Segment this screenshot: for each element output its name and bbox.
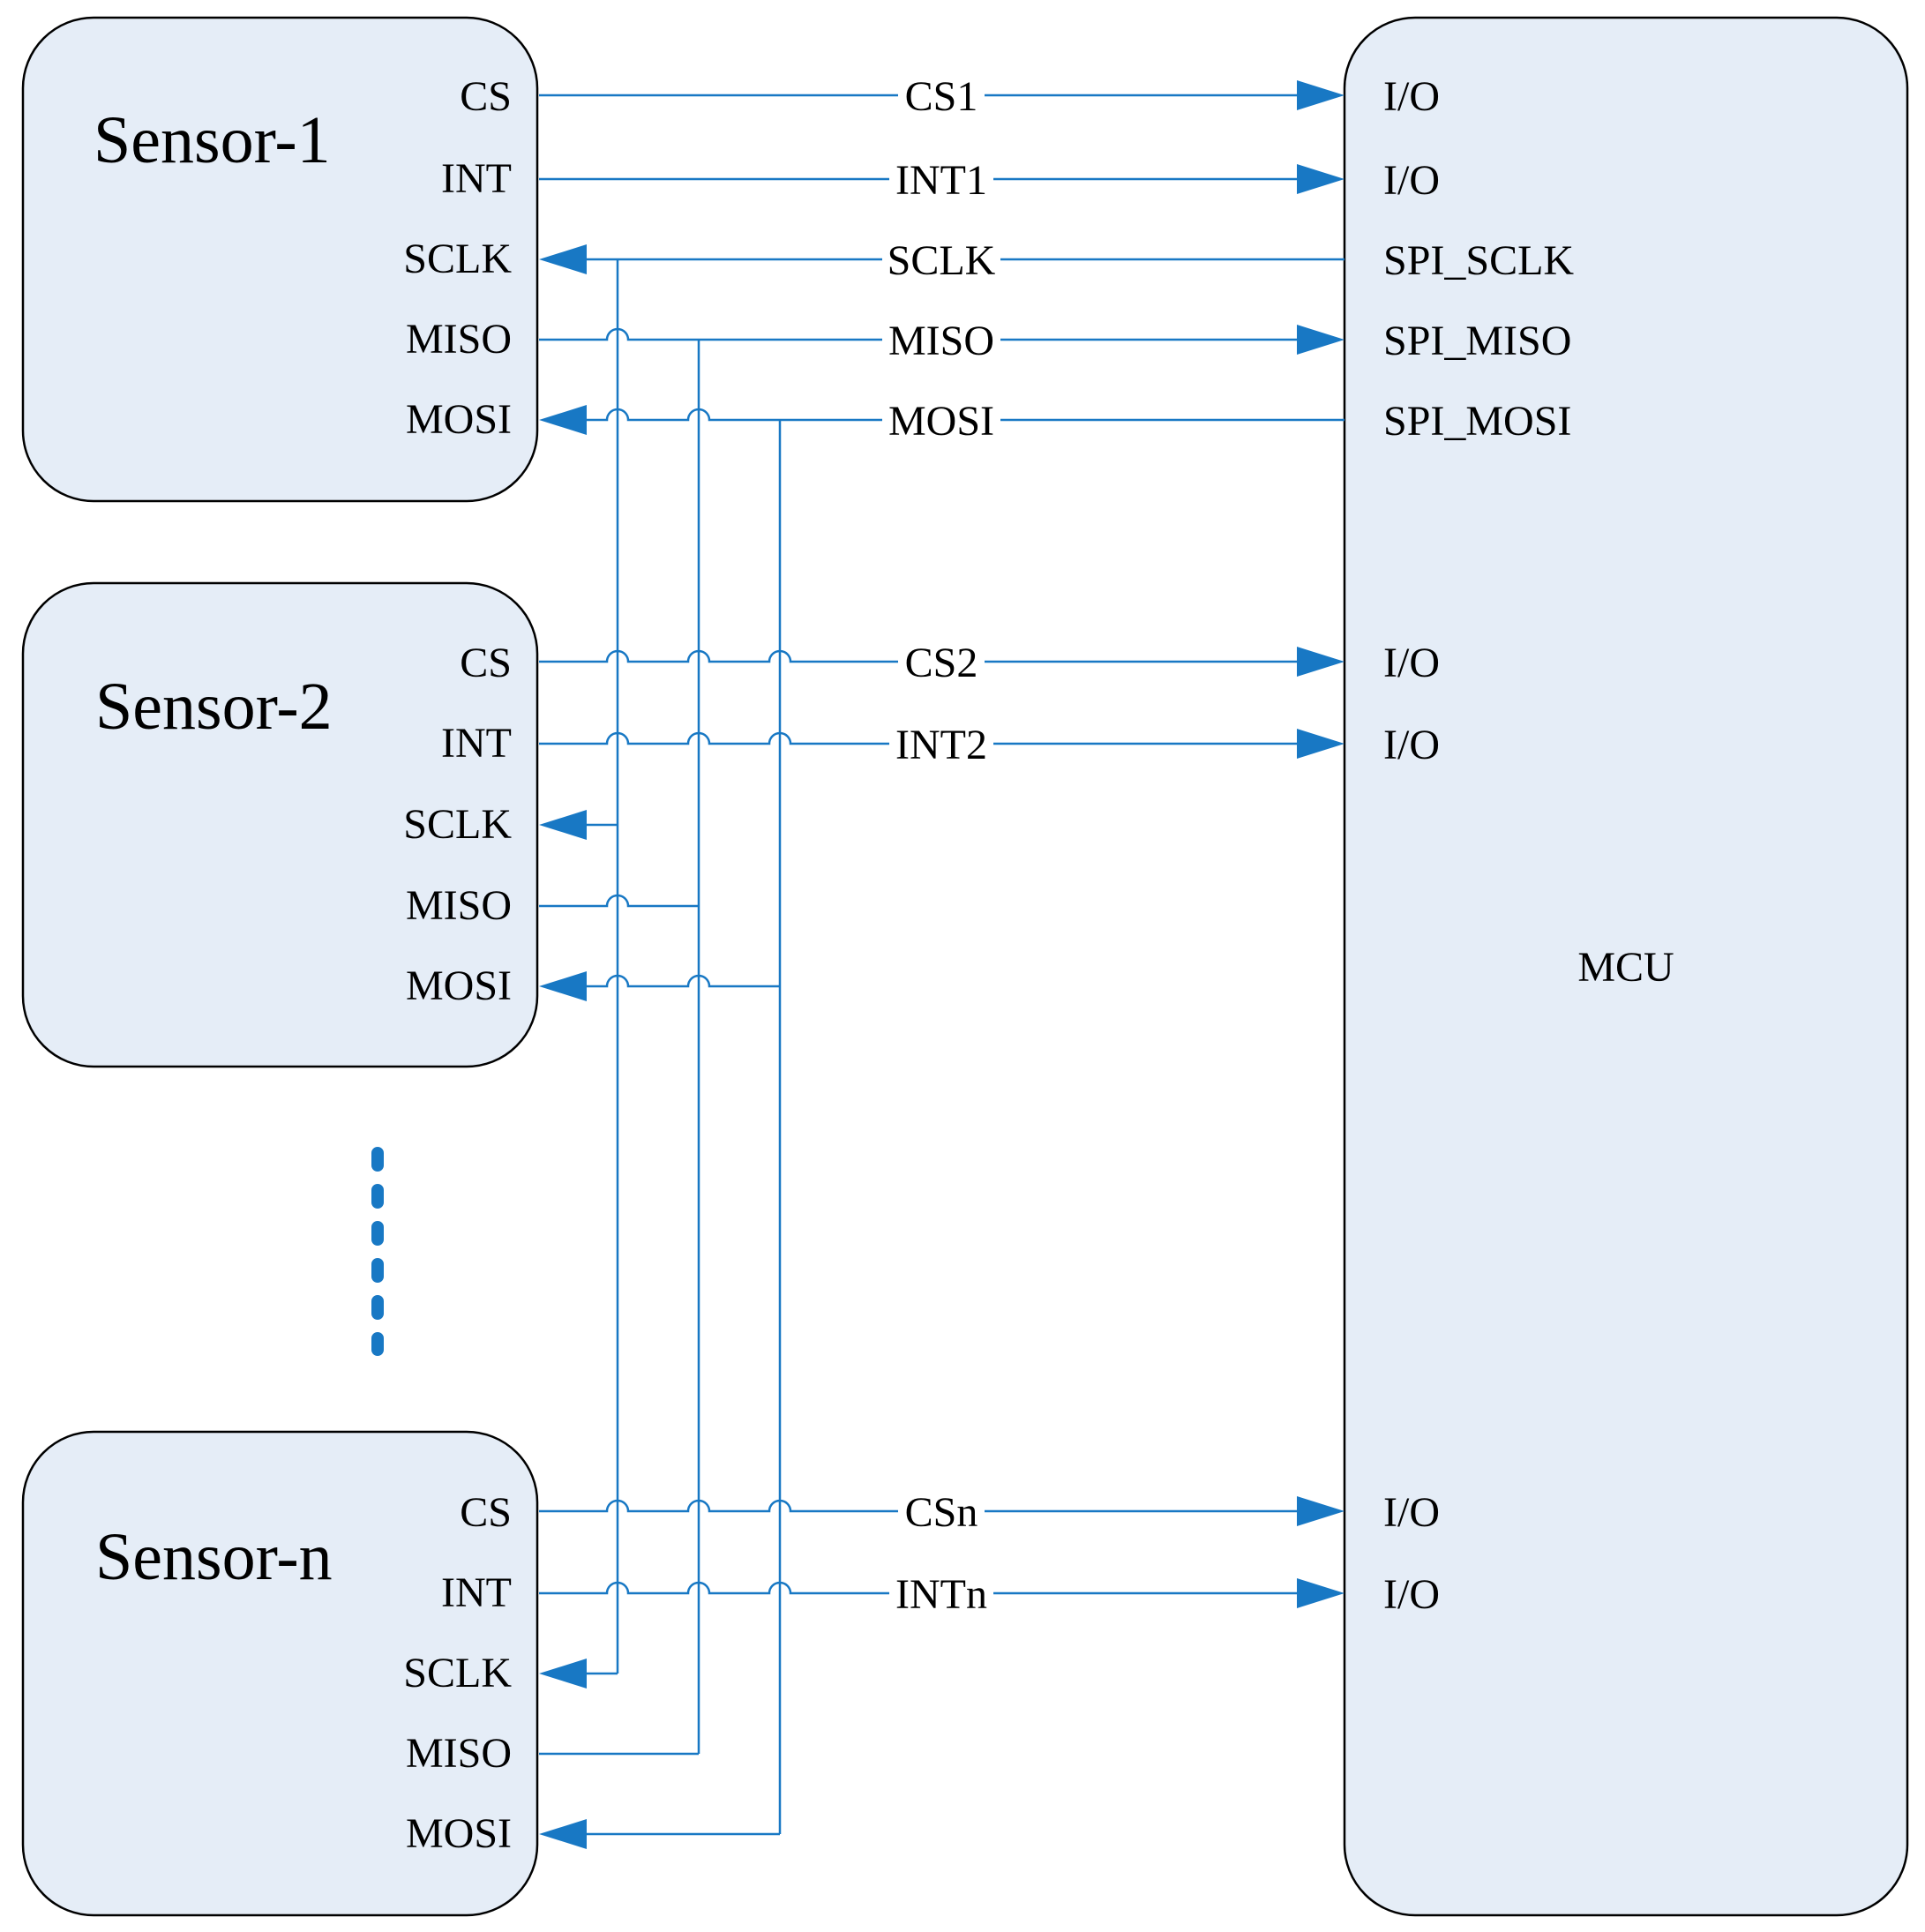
net-label-cs1: CS1 — [905, 73, 978, 120]
sensor-2-pin-int: INT — [441, 720, 512, 767]
net-label-miso: MISO — [888, 318, 994, 364]
sensor-n-pin-mosi: MOSI — [406, 1810, 512, 1857]
arrow-miso-main — [1297, 325, 1345, 355]
sensor-1-pin-sclk: SCLK — [403, 236, 512, 282]
sensor-2-title: Sensor-2 — [95, 670, 333, 744]
wire-miso-2 — [539, 894, 699, 908]
sensor-1-pin-cs: CS — [460, 73, 512, 120]
sensor-1-box — [21, 16, 539, 503]
wire-int2 — [539, 731, 1301, 745]
arrow-sclk-n — [539, 1659, 587, 1689]
sensor-n-pin-cs: CS — [460, 1489, 512, 1536]
net-label-int2: INT2 — [895, 722, 987, 768]
sensor-2-pin-miso: MISO — [406, 882, 512, 929]
mcu-pin-io-cs2: I/O — [1383, 640, 1440, 686]
arrow-mosi-1 — [539, 405, 587, 435]
wire-csn — [539, 1499, 1301, 1513]
net-label-intn: INTn — [895, 1571, 987, 1618]
arrow-sclk-2 — [539, 810, 587, 840]
sensor-2-pin-sclk: SCLK — [403, 801, 512, 848]
sensor-n-title: Sensor-n — [95, 1520, 333, 1594]
sensor-n-pin-sclk: SCLK — [403, 1650, 512, 1696]
sensor-2-pin-cs: CS — [460, 640, 512, 686]
arrow-int1 — [1297, 164, 1345, 194]
sensor-n-box — [21, 1430, 539, 1917]
mcu-pin-io-intn: I/O — [1383, 1571, 1440, 1618]
wire-mosi-main — [587, 408, 1345, 422]
net-label-int1: INT1 — [895, 157, 987, 204]
arrow-mosi-n — [539, 1819, 587, 1849]
net-label-cs2: CS2 — [905, 640, 978, 686]
arrow-cs1 — [1297, 80, 1345, 110]
sensor-1-pin-int: INT — [441, 155, 512, 202]
mcu-title: MCU — [1577, 944, 1674, 991]
net-label-sclk: SCLK — [888, 237, 996, 284]
arrow-int2 — [1297, 729, 1345, 759]
mcu-pin-spi-miso: SPI_MISO — [1383, 318, 1571, 364]
sensor-1-pin-mosi: MOSI — [406, 396, 512, 443]
sensor-n-pin-int: INT — [441, 1569, 512, 1616]
wire-mosi-2 — [587, 974, 780, 988]
sensor-1-pin-miso: MISO — [406, 316, 512, 363]
mcu-pin-io-int2: I/O — [1383, 722, 1440, 768]
mcu-pin-spi-mosi: SPI_MOSI — [1383, 398, 1571, 445]
sensor-2-box — [21, 581, 539, 1068]
mcu-pin-spi-sclk: SPI_SCLK — [1383, 237, 1574, 284]
arrow-cs2 — [1297, 647, 1345, 677]
arrow-csn — [1297, 1496, 1345, 1526]
arrow-intn — [1297, 1578, 1345, 1608]
arrow-mosi-2 — [539, 971, 587, 1001]
sensor-2-pin-mosi: MOSI — [406, 962, 512, 1009]
mcu-pin-io-cs1: I/O — [1383, 73, 1440, 120]
arrow-sclk-1 — [539, 244, 587, 274]
sensor-1-title: Sensor-1 — [94, 103, 331, 177]
mcu-pin-io-int1: I/O — [1383, 157, 1440, 204]
wire-cs2 — [539, 649, 1301, 663]
mcu-pin-io-csn: I/O — [1383, 1489, 1440, 1536]
wire-intn — [539, 1581, 1301, 1595]
net-label-mosi: MOSI — [888, 398, 994, 445]
sensor-n-pin-miso: MISO — [406, 1730, 512, 1777]
net-label-csn: CSn — [905, 1489, 978, 1536]
mcu-box — [1343, 16, 1909, 1917]
